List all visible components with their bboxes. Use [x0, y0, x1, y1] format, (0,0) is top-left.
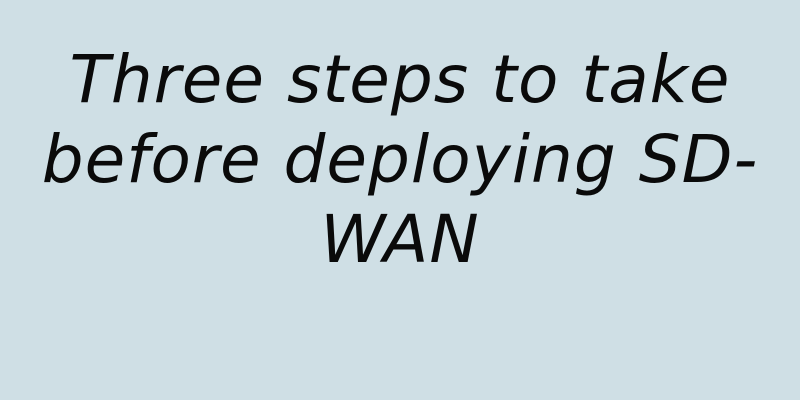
headline-line-3: WAN — [320, 201, 480, 278]
headline: Three steps to take before deploying SD-… — [30, 40, 770, 280]
headline-line-1: Three steps to take — [69, 41, 731, 118]
headline-line-2: before deploying SD- — [41, 121, 759, 198]
